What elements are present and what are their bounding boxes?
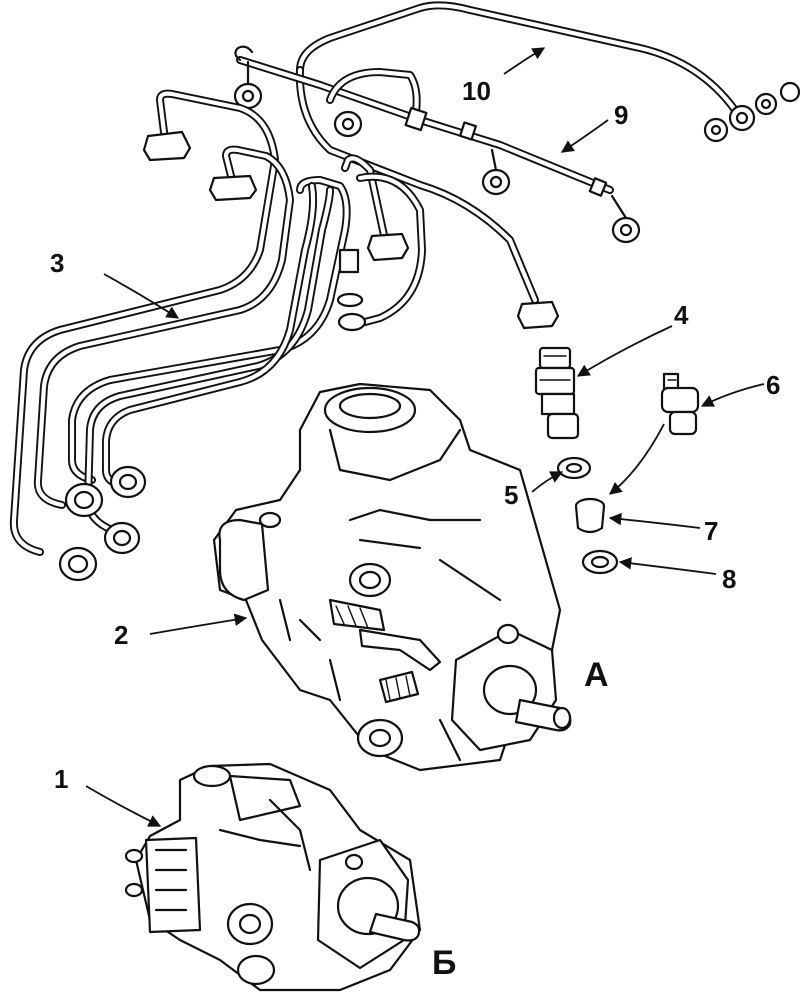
callout-6: 6 [766, 370, 780, 400]
injection-pump-b [124, 762, 422, 992]
leak-off-line [233, 45, 641, 244]
injection-pump-a [212, 382, 572, 772]
high-pressure-lines [9, 89, 560, 582]
callout-9: 9 [614, 100, 628, 130]
callout-10: 10 [462, 76, 491, 106]
return-fuel-line [295, 1, 800, 304]
sensor-4 [534, 346, 580, 440]
callout-2: 2 [114, 620, 128, 650]
switch-6 [660, 372, 700, 436]
callout-1: 1 [54, 764, 68, 794]
washer-5 [556, 456, 592, 480]
view-label-b: Б [432, 944, 456, 982]
part-7 [574, 497, 606, 534]
callout-5: 5 [504, 480, 518, 510]
view-label-a: А [584, 656, 609, 694]
callout-4: 4 [674, 300, 689, 330]
leader-lines [85, 47, 765, 827]
callout-8: 8 [722, 564, 736, 594]
callout-7: 7 [704, 516, 718, 546]
callout-3: 3 [50, 248, 64, 278]
washer-8 [581, 549, 619, 575]
